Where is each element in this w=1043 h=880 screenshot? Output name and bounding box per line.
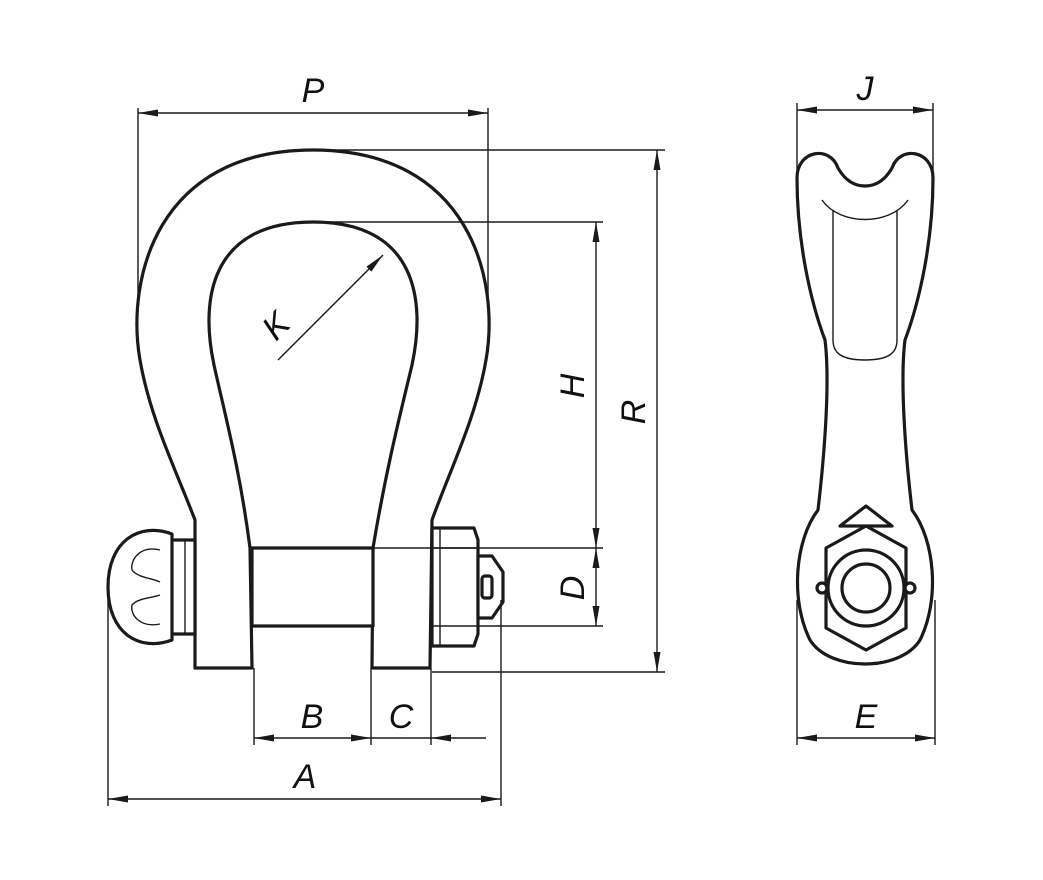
dim-label-p: P	[302, 72, 325, 110]
cotter-ring-right	[903, 581, 917, 595]
cotter-ring-left	[815, 581, 829, 595]
dim-label-e: E	[855, 698, 878, 736]
side-pin-inner	[840, 562, 892, 614]
dim-label-h: H	[554, 373, 592, 398]
front-view	[106, 148, 505, 670]
side-slot	[832, 210, 898, 361]
hex-nut	[430, 526, 480, 648]
pin-eye	[106, 528, 174, 646]
dim-label-c: C	[389, 698, 414, 736]
pin-shaft	[250, 546, 375, 628]
pin-eye-inner	[131, 548, 161, 626]
dim-label-b: B	[301, 698, 324, 736]
dim-k-line	[277, 254, 384, 361]
dimensions: P R H D K B C A J	[107, 70, 936, 806]
side-body	[795, 151, 935, 666]
dim-label-r: R	[615, 400, 653, 425]
cotter-pin	[480, 574, 494, 600]
dim-label-d: D	[554, 576, 592, 601]
dim-label-j: J	[856, 70, 875, 108]
side-nut-cap	[838, 504, 894, 528]
side-view	[795, 151, 935, 666]
dim-label-a: A	[292, 758, 317, 796]
shackle-bow	[135, 148, 491, 670]
dim-label-k: K	[255, 304, 299, 348]
